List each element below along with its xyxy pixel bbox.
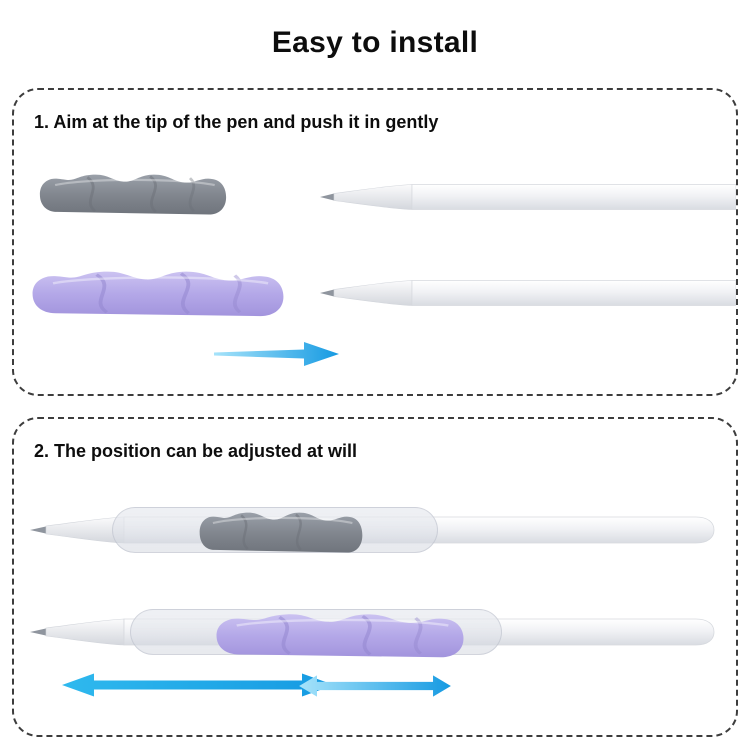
gray-grip-illustration xyxy=(39,174,227,215)
purple-grip-on-pencil xyxy=(216,614,464,658)
step-2-panel: 2. The position can be adjusted at will xyxy=(12,417,738,737)
step-1-panel: 1. Aim at the tip of the pen and push it… xyxy=(12,88,738,396)
gray-grip-on-pencil xyxy=(199,512,363,553)
pencil-illustration-bottom xyxy=(320,280,736,306)
step-1-label: 1. Aim at the tip of the pen and push it… xyxy=(34,112,439,132)
purple-grip-illustration xyxy=(32,271,284,317)
step-2-label: 2. The position can be adjusted at will xyxy=(34,441,358,461)
push-direction-arrow-icon xyxy=(214,342,339,366)
slide-left-right-arrow-icon-short xyxy=(299,675,451,697)
page-title: Easy to install xyxy=(271,26,479,59)
pencil-illustration-top xyxy=(320,184,736,210)
slide-left-right-arrow-icon xyxy=(62,673,334,697)
